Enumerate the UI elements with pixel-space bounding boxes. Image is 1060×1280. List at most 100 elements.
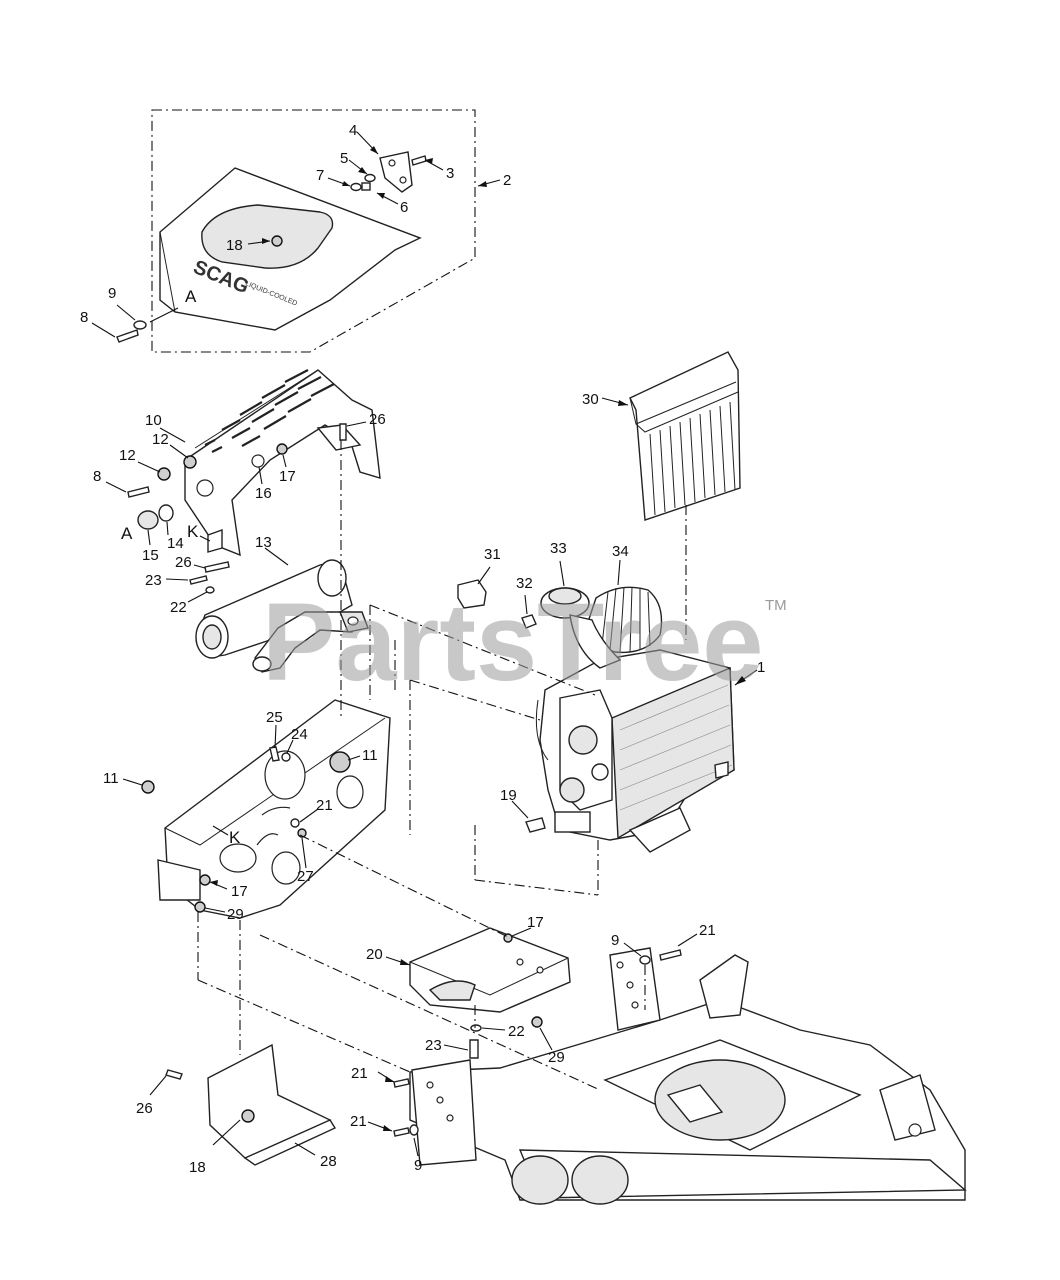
heat-shield[interactable] (184, 369, 381, 557)
nut-12-top[interactable] (183, 455, 197, 469)
callout-1[interactable]: 1 (757, 659, 765, 676)
callout-11-right[interactable]: 11 (362, 747, 378, 764)
callout-4[interactable]: 4 (349, 122, 357, 139)
nut-17-mid[interactable] (199, 874, 211, 886)
bolt-21-frame[interactable] (659, 949, 682, 961)
bracket-20[interactable] (409, 927, 571, 1013)
callout-12[interactable]: 12 (152, 431, 169, 448)
callout-5[interactable]: 5 (340, 150, 348, 167)
callout-K[interactable]: K (187, 522, 199, 541)
bolt-3[interactable] (411, 155, 427, 166)
callout-21-front-lower[interactable]: 21 (350, 1113, 367, 1130)
callout-24[interactable]: 24 (291, 726, 308, 743)
part-31[interactable] (457, 579, 487, 609)
callout-17[interactable]: 17 (279, 468, 296, 485)
washer-9-frame[interactable] (639, 955, 651, 965)
callout-9[interactable]: 9 (108, 285, 116, 302)
callout-29-bracket[interactable]: 29 (548, 1049, 565, 1066)
washer-7[interactable] (350, 182, 362, 192)
callout-12-side[interactable]: 12 (119, 447, 136, 464)
bolt-8-top[interactable] (116, 329, 139, 343)
callout-26[interactable]: 26 (369, 411, 386, 428)
nut-12-side[interactable] (157, 467, 171, 481)
frame-front-plate (411, 1059, 477, 1166)
callout-9-frame[interactable]: 9 (611, 932, 619, 949)
callout-18-bottom[interactable]: 18 (189, 1159, 206, 1176)
shield-28-group (165, 1043, 337, 1166)
callout-26-mid[interactable]: 26 (175, 554, 192, 571)
radiator-screen[interactable] (629, 351, 741, 521)
callout-14[interactable]: 14 (167, 535, 184, 552)
callout-K-2[interactable]: K (229, 828, 241, 847)
washer-24[interactable] (281, 752, 291, 762)
bolt-26-bottom[interactable] (165, 1069, 183, 1080)
callout-3[interactable]: 3 (446, 165, 454, 182)
bolt-26-top[interactable] (339, 423, 347, 441)
callout-26-bottom[interactable]: 26 (136, 1100, 153, 1117)
bolt-23-bottom[interactable] (469, 1039, 479, 1059)
washer-21-mid[interactable] (290, 818, 300, 828)
shield-28[interactable] (207, 1043, 332, 1161)
callout-17-bracket[interactable]: 17 (527, 914, 544, 931)
callout-13[interactable]: 13 (255, 534, 272, 551)
bolt-8-mid[interactable] (127, 486, 150, 498)
callout-A[interactable]: A (185, 287, 197, 306)
washer-9-top[interactable] (133, 320, 147, 330)
bolt-21-front-upper[interactable] (393, 1078, 410, 1088)
callout-15[interactable]: 15 (142, 547, 159, 564)
nut-18-top[interactable] (271, 235, 283, 247)
callout-A-2[interactable]: A (121, 524, 133, 543)
callout-31[interactable]: 31 (484, 546, 501, 563)
callout-10[interactable]: 10 (145, 412, 162, 429)
callout-2[interactable]: 2 (503, 172, 511, 189)
isolator-15[interactable] (137, 510, 159, 530)
callout-9-front[interactable]: 9 (414, 1157, 422, 1174)
callout-8-mid[interactable]: 8 (93, 468, 101, 485)
bolt-26-mid[interactable] (204, 561, 230, 573)
callout-30[interactable]: 30 (582, 391, 599, 408)
callout-21-front-upper[interactable]: 21 (351, 1065, 368, 1082)
nut-11-left[interactable] (141, 780, 155, 794)
callout-7[interactable]: 7 (316, 167, 324, 184)
callout-21-frame[interactable]: 21 (699, 922, 716, 939)
nut-29-left[interactable] (194, 901, 206, 913)
bolt-23-top[interactable] (189, 575, 208, 585)
washer-9-front[interactable] (409, 1124, 419, 1136)
callout-33[interactable]: 33 (550, 540, 567, 557)
callout-22-bottom[interactable]: 22 (508, 1023, 525, 1040)
callout-34[interactable]: 34 (612, 543, 629, 560)
callout-29[interactable]: 29 (227, 906, 244, 923)
bolt-21-front-lower[interactable] (393, 1127, 410, 1137)
callout-11-left[interactable]: 11 (103, 770, 119, 787)
callout-6[interactable]: 6 (400, 199, 408, 216)
callout-8[interactable]: 8 (80, 309, 88, 326)
callout-32[interactable]: 32 (516, 575, 533, 592)
washer-14[interactable] (158, 504, 174, 522)
callout-16[interactable]: 16 (255, 485, 272, 502)
callout-25[interactable]: 25 (266, 709, 283, 726)
nut-11-right[interactable] (329, 751, 351, 773)
washer-22-bottom[interactable] (470, 1024, 482, 1032)
fitting-19[interactable] (525, 817, 546, 833)
callout-20[interactable]: 20 (366, 946, 383, 963)
callout-21[interactable]: 21 (316, 797, 333, 814)
callout-28[interactable]: 28 (320, 1153, 337, 1170)
washer-22-top[interactable] (205, 586, 215, 594)
spacer-6[interactable] (361, 182, 371, 191)
mount-bracket[interactable] (316, 424, 362, 451)
fitting-32[interactable] (521, 614, 537, 629)
washer-5[interactable] (364, 173, 376, 183)
nut-18-bottom[interactable] (241, 1109, 255, 1123)
bolt-25[interactable] (269, 746, 280, 762)
callout-17-mid[interactable]: 17 (231, 883, 248, 900)
callout-19[interactable]: 19 (500, 787, 517, 804)
hood-assembly-group: SCAG LIQUID-COOLED (116, 109, 476, 353)
callout-18[interactable]: 18 (226, 237, 243, 254)
callout-23-bottom[interactable]: 23 (425, 1037, 442, 1054)
latch-bracket[interactable] (379, 151, 413, 193)
callout-22[interactable]: 22 (170, 599, 187, 616)
nut-17-top[interactable] (276, 443, 288, 455)
nut-29-bracket[interactable] (531, 1016, 543, 1028)
callout-27[interactable]: 27 (297, 868, 314, 885)
callout-23[interactable]: 23 (145, 572, 162, 589)
